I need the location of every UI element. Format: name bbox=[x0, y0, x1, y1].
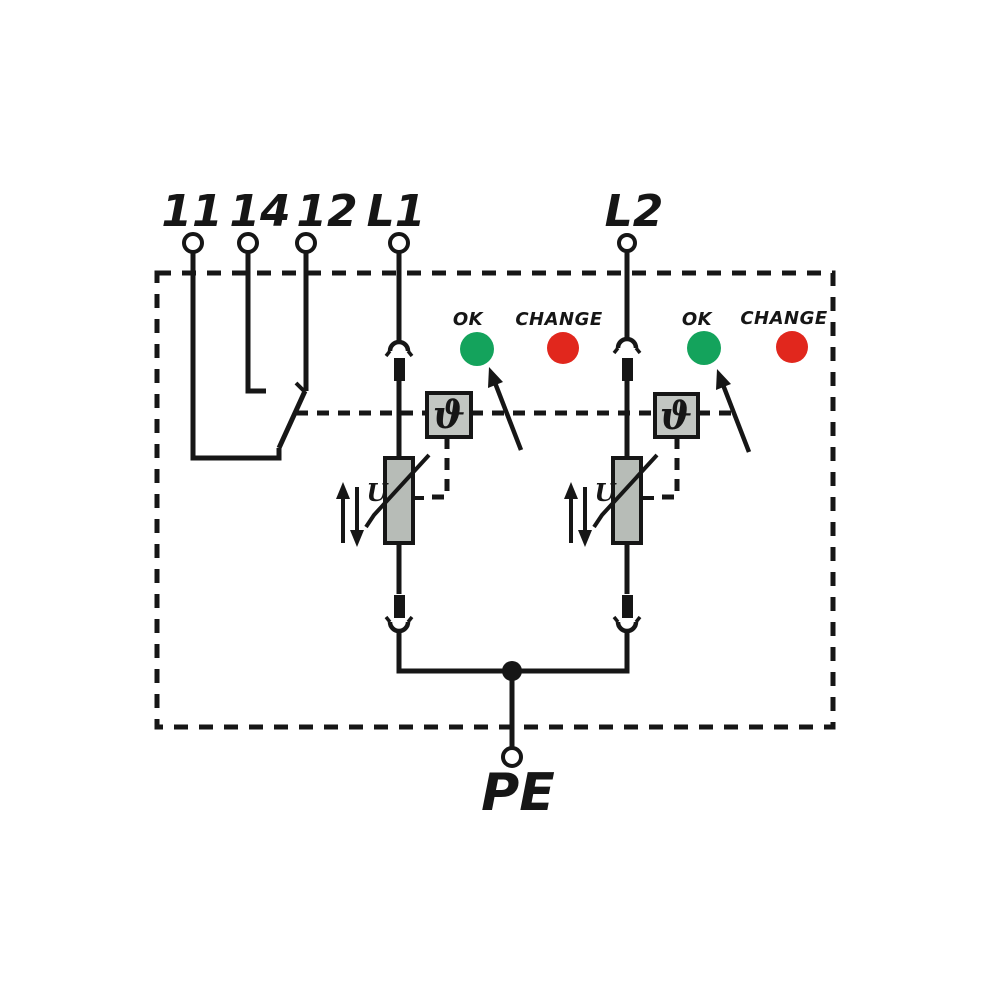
label-terminal-PE: PE bbox=[481, 763, 555, 823]
varistor-1-diagonal bbox=[364, 453, 431, 529]
label-terminal-12: 12 bbox=[296, 186, 357, 237]
terminal-14-circle bbox=[237, 232, 259, 254]
channel-1: U ϑ OK CHANGE bbox=[336, 252, 603, 674]
wire-L2-to-junction bbox=[512, 631, 630, 674]
hook-tips-bottom-2 bbox=[612, 615, 642, 624]
terminals bbox=[182, 232, 637, 768]
status-arrow-1-head bbox=[488, 367, 503, 388]
hook-tips-bottom-1 bbox=[384, 615, 414, 624]
wire-terminal-14 bbox=[245, 252, 266, 394]
disconnect-bar-top-2 bbox=[622, 358, 633, 381]
change-led-1 bbox=[547, 332, 579, 364]
voltage-label-2: U bbox=[595, 478, 618, 507]
terminal-L2-circle bbox=[617, 233, 637, 253]
status-arrow-2 bbox=[717, 376, 752, 453]
thermal-disconnector-2-box bbox=[653, 392, 700, 439]
hook-tips-top-2 bbox=[612, 346, 642, 355]
arrow-down-head-1 bbox=[350, 530, 364, 547]
bidirectional-arrows-1 bbox=[341, 487, 359, 543]
disconnect-bar-top-1 bbox=[394, 358, 405, 381]
terminal-L1-circle bbox=[388, 232, 410, 254]
label-terminal-14: 14 bbox=[229, 186, 290, 237]
terminal-11-circle bbox=[182, 232, 204, 254]
disconnect-hook-top-2 bbox=[615, 336, 639, 349]
channel-2: U ϑ OK CHANGE bbox=[512, 251, 828, 674]
terminal-PE-circle bbox=[501, 746, 523, 768]
change-led-2 bbox=[776, 331, 808, 363]
varistor-2-diagonal bbox=[592, 453, 659, 529]
signal-contact-wiring bbox=[190, 252, 309, 461]
disconnect-hook-bottom-2 bbox=[615, 621, 639, 634]
ok-label-1: OK bbox=[453, 309, 485, 330]
trip-link-varistor-1 bbox=[424, 437, 450, 500]
ok-led-2 bbox=[687, 331, 721, 365]
switch-lever bbox=[276, 389, 308, 450]
wire-terminal-11 bbox=[190, 252, 282, 461]
bidirectional-arrows-2 bbox=[569, 487, 587, 543]
terminal-12-circle bbox=[295, 232, 317, 254]
disconnect-bar-bottom-2 bbox=[622, 595, 633, 618]
arrow-up-head-1 bbox=[336, 482, 350, 499]
switch-lever-tick bbox=[294, 381, 307, 394]
ok-label-2: OK bbox=[682, 309, 714, 330]
label-terminal-L2: L2 bbox=[605, 186, 664, 237]
voltage-label-1: U bbox=[367, 478, 390, 507]
disconnect-hook-top-1 bbox=[387, 339, 411, 352]
disconnect-bar-bottom-1 bbox=[394, 595, 405, 618]
thermal-symbol-1: ϑ bbox=[433, 392, 465, 437]
mechanical-trip-link bbox=[296, 410, 732, 500]
disconnect-hook-bottom-1 bbox=[387, 621, 411, 634]
label-terminal-11: 11 bbox=[161, 186, 222, 237]
change-label-2: CHANGE bbox=[740, 308, 828, 329]
label-terminal-L1: L1 bbox=[367, 186, 426, 237]
change-label-1: CHANGE bbox=[515, 309, 603, 330]
ok-led-1 bbox=[460, 332, 494, 366]
arrow-up-head-2 bbox=[564, 482, 578, 499]
wire-L1-to-junction bbox=[396, 631, 512, 674]
trip-link-varistor-2 bbox=[654, 437, 680, 500]
device-enclosure-dashed-border bbox=[154, 270, 836, 730]
status-arrow-1 bbox=[489, 374, 524, 451]
hook-tips-top-1 bbox=[384, 349, 414, 358]
status-arrow-2-head bbox=[716, 369, 731, 390]
arrow-down-head-2 bbox=[578, 530, 592, 547]
thermal-symbol-2: ϑ bbox=[660, 393, 692, 438]
thermal-disconnector-1-box bbox=[425, 391, 473, 439]
